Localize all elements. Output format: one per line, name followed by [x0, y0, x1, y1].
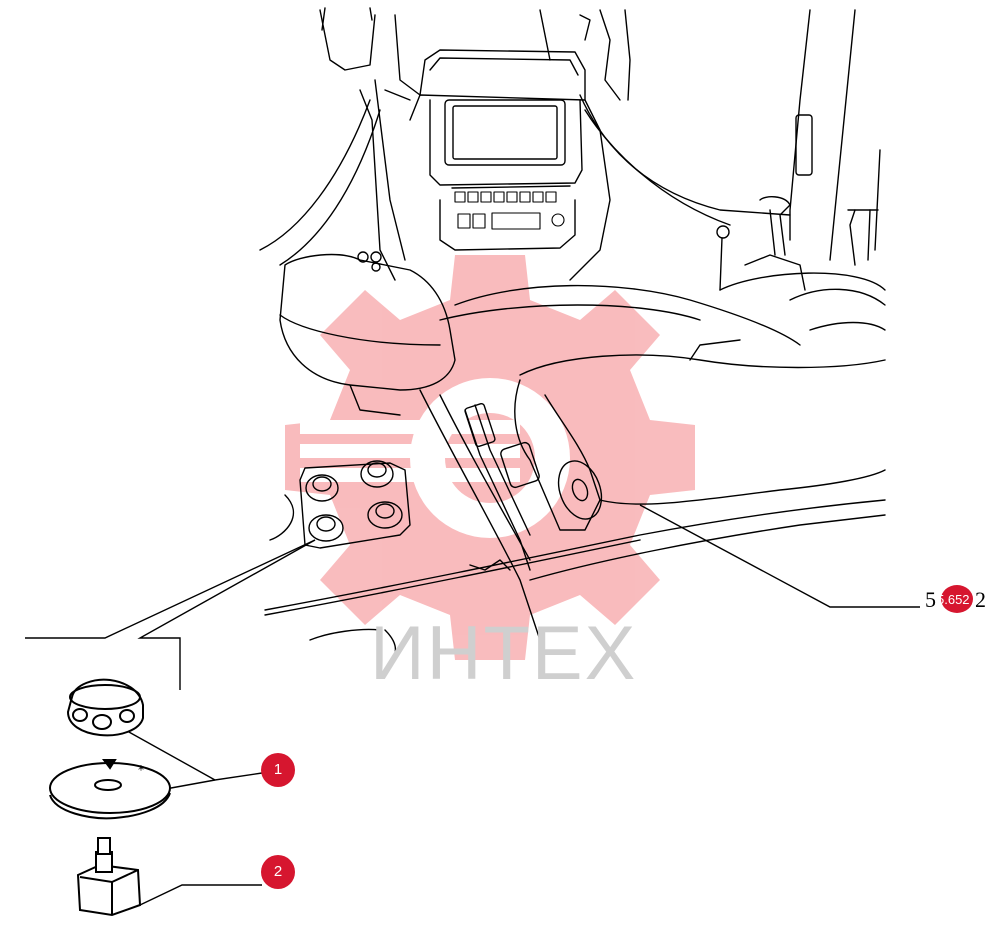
- reference-badge: [941, 585, 973, 613]
- part-2-switch: [76, 837, 142, 917]
- part-1-knob: [66, 678, 144, 737]
- callout-1[interactable]: 1: [261, 753, 295, 787]
- watermark-text: ИНТЕХ: [370, 611, 638, 696]
- reference-label: 5 5.652 2: [925, 585, 995, 613]
- reference-suffix: 2: [975, 587, 987, 612]
- leader-lines: [25, 504, 920, 906]
- reference-prefix: 5: [925, 587, 937, 612]
- callout-2[interactable]: 2: [261, 855, 295, 889]
- svg-text:*: *: [138, 763, 144, 777]
- cab-illustration: [259, 7, 886, 666]
- part-1-washer: *: [49, 759, 171, 820]
- reference-badge-text: 5.652: [937, 592, 970, 607]
